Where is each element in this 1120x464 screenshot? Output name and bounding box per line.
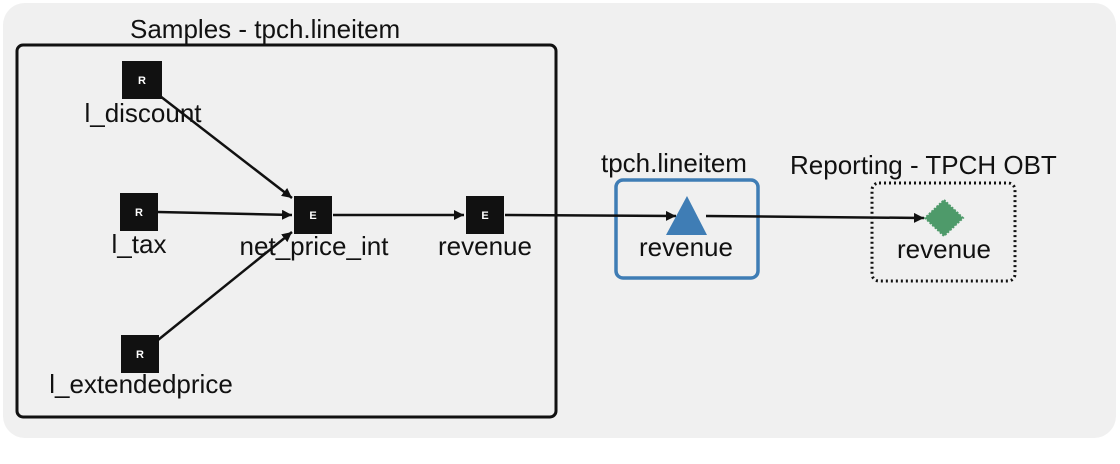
group-lineitem-title: tpch.lineitem — [601, 148, 747, 178]
edge-lineitem-revenue-to-reporting-revenue — [705, 212, 925, 223]
node-revenue-reporting-label: revenue — [897, 234, 991, 264]
group-lineitem: tpch.lineitem — [601, 148, 760, 280]
node-l-tax-badge: R — [135, 207, 143, 219]
node-revenue-samples-label: revenue — [438, 231, 532, 261]
node-revenue-samples-badge: E — [481, 210, 488, 222]
node-l-discount-box — [122, 61, 162, 99]
node-revenue-samples-box — [466, 196, 504, 234]
group-reporting-frame — [870, 181, 1017, 283]
group-samples: Samples - tpch.lineitem — [15, 14, 558, 419]
node-l-discount-label: l_discount — [84, 98, 202, 128]
group-reporting: Reporting - TPCH OBT — [790, 150, 1057, 283]
node-l-discount[interactable]: R l_discount — [84, 61, 202, 128]
edge-discount-to-net-price — [159, 95, 293, 199]
node-net-price-int[interactable]: E net_price_int — [240, 196, 390, 261]
node-l-tax[interactable]: R l_tax — [112, 193, 167, 259]
node-net-price-int-box — [294, 196, 332, 234]
edge-revenue-to-lineitem-revenue — [504, 210, 677, 221]
canvas-background — [3, 3, 1116, 438]
edge-extendedprice-to-net-price — [157, 231, 293, 341]
node-l-extendedprice-badge: R — [136, 349, 144, 361]
group-samples-frame — [15, 43, 558, 419]
node-l-discount-badge: R — [138, 75, 146, 87]
node-revenue-lineitem-label: revenue — [639, 232, 733, 262]
edges — [157, 95, 925, 341]
node-l-extendedprice-box — [121, 335, 159, 373]
diamond-icon — [923, 198, 965, 238]
group-lineitem-frame — [614, 178, 760, 280]
node-l-tax-box — [120, 193, 158, 231]
node-l-extendedprice[interactable]: R l_extendedprice — [49, 335, 233, 399]
node-revenue-samples[interactable]: E revenue — [438, 196, 532, 261]
node-net-price-int-badge: E — [309, 210, 316, 222]
group-samples-title: Samples - tpch.lineitem — [130, 14, 400, 44]
node-net-price-int-label: net_price_int — [240, 231, 390, 261]
node-revenue-reporting[interactable]: revenue — [897, 198, 991, 264]
node-revenue-lineitem[interactable]: revenue — [639, 196, 733, 262]
edge-tax-to-net-price — [157, 209, 293, 220]
triangle-icon — [666, 196, 707, 235]
node-l-extendedprice-label: l_extendedprice — [49, 369, 233, 399]
group-reporting-title: Reporting - TPCH OBT — [790, 150, 1057, 180]
node-l-tax-label: l_tax — [112, 229, 167, 259]
